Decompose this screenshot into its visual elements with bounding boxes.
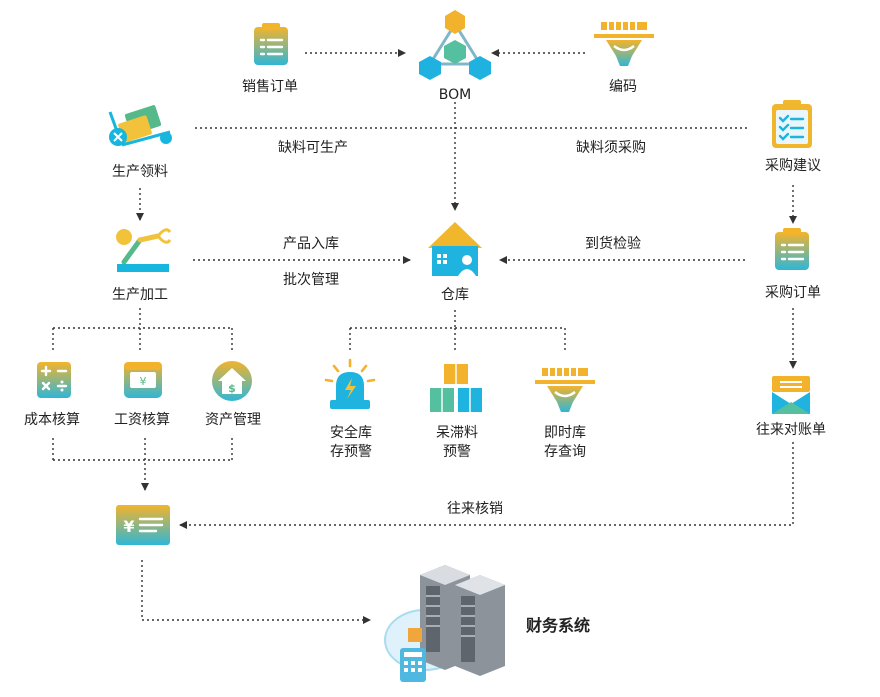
edge-label-shortage-must-purchase: 缺料须采购 xyxy=(576,140,646,156)
edge-label-batch-management: 批次管理 xyxy=(283,272,339,288)
node-encoding: 编码 xyxy=(609,79,637,95)
node-warehouse: 仓库 xyxy=(441,287,469,303)
yen-symbol: ¥ xyxy=(123,517,134,536)
encoding-icon xyxy=(594,22,654,66)
edge-label-write-off: 往来核销 xyxy=(447,501,503,517)
node-bom: BOM xyxy=(438,87,472,103)
bom-icon xyxy=(419,10,491,80)
warehouse-icon xyxy=(428,222,482,276)
node-purchase-order: 采购订单 xyxy=(765,285,821,301)
finance-server-icon xyxy=(384,565,505,682)
sales-order-icon xyxy=(254,23,288,65)
node-safety-stock-line1: 安全库 xyxy=(330,425,372,441)
edge-label-arrival-inspection: 到货检验 xyxy=(585,236,641,252)
node-wage-accounting: 工资核算 xyxy=(114,412,170,428)
node-cost-accounting: 成本核算 xyxy=(24,412,80,428)
yen-document-icon: ¥ xyxy=(116,505,170,545)
node-reconciliation: 往来对账单 xyxy=(756,422,826,438)
reconciliation-icon xyxy=(772,376,810,414)
cost-accounting-icon xyxy=(37,362,71,398)
purchase-suggestion-icon xyxy=(772,100,812,148)
safety-stock-alarm-icon xyxy=(324,358,376,409)
edge-label-shortage-can-produce: 缺料可生产 xyxy=(278,140,348,156)
wage-yen-icon: ¥ xyxy=(140,375,147,388)
asset-dollar-icon: $ xyxy=(228,382,236,395)
node-purchase-suggestion: 采购建议 xyxy=(765,158,821,174)
wage-accounting-icon: ¥ xyxy=(124,362,162,398)
production-picking-icon xyxy=(108,105,172,147)
node-realtime-stock-line2: 存查询 xyxy=(544,444,586,460)
node-slow-material-line1: 呆滞料 xyxy=(436,425,478,441)
node-production-processing: 生产加工 xyxy=(112,287,168,303)
node-production-picking: 生产领料 xyxy=(112,164,168,180)
purchase-order-icon xyxy=(775,228,809,270)
edge-label-product-inbound: 产品入库 xyxy=(283,236,339,252)
production-processing-icon xyxy=(116,228,172,272)
node-sales-order: 销售订单 xyxy=(242,79,298,95)
node-realtime-stock-line1: 即时库 xyxy=(544,425,586,441)
node-safety-stock-line2: 存预警 xyxy=(330,444,372,460)
node-slow-material-line2: 预警 xyxy=(443,444,471,460)
node-finance-system: 财务系统 xyxy=(526,616,591,635)
node-asset-management: 资产管理 xyxy=(205,412,261,428)
asset-management-icon: $ xyxy=(212,361,252,401)
realtime-stock-query-icon xyxy=(535,368,595,412)
slow-material-boxes-icon xyxy=(430,364,482,412)
